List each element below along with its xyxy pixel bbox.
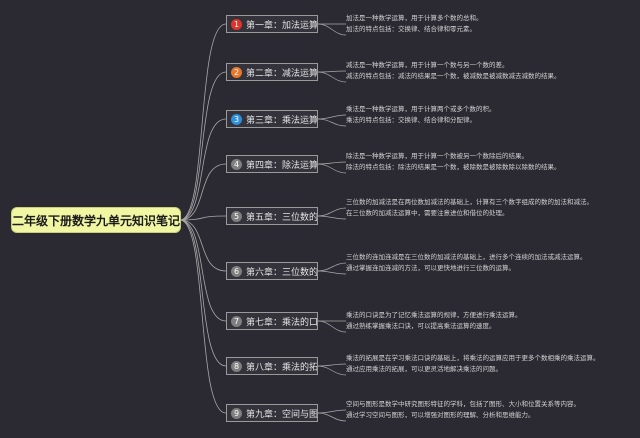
chapter-number-badge: 5 <box>231 210 242 222</box>
note-line[interactable]: 乘法的特点包括：交换律、结合律和分配律。 <box>346 116 476 124</box>
chapter-notes-7: 乘法的口诀是为了记忆乘法运算的规律，方便进行乘法运算。通过熟练掌握乘法口诀，可以… <box>346 310 628 332</box>
chapter-number-badge: 6 <box>231 265 242 277</box>
note-line[interactable]: 在三位数的加减法运算中，需要注意进位和借位的处理。 <box>346 209 509 217</box>
chapter-label: 第六章：三位数的连加连减 <box>246 267 318 278</box>
note-line[interactable]: 除法是一种数学运算，用于计算一个数被另一个数除后的结果。 <box>346 152 528 160</box>
root-topic-label: 二年级下册数学九单元知识笔记 <box>12 213 181 228</box>
chapter-number-badge: 8 <box>231 360 242 372</box>
note-line[interactable]: 通过应用乘法的拓展，可以更灵活地解决乘法的问题。 <box>346 365 502 373</box>
root-to-chapter-line <box>179 23 227 221</box>
chapter-to-note-line <box>317 163 347 174</box>
chapter-node-6[interactable]: 6 第六章：三位数的连加连减 <box>226 262 318 280</box>
chapter-notes-3: 乘法是一种数学运算，用于计算两个或多个数的积。乘法的特点包括：交换律、结合律和分… <box>346 104 628 126</box>
chapter-to-note-line <box>317 270 347 275</box>
chapter-notes-4: 除法是一种数学运算，用于计算一个数被另一个数除后的结果。除法的特点包括：除法的结… <box>346 151 628 173</box>
chapter-node-8[interactable]: 8 第八章：乘法的拓展 <box>226 357 318 375</box>
chapter-to-note-line <box>317 409 347 414</box>
chapter-number-badge: 7 <box>231 315 242 327</box>
root-to-chapter-line <box>179 219 227 367</box>
chapter-to-note-line <box>317 207 347 217</box>
chapter-to-note-line <box>317 114 347 120</box>
note-line[interactable]: 通过学习空间与图形，可以增强对图形的理解、分析和思维能力。 <box>346 411 535 419</box>
note-line[interactable]: 空间与图形是数学中研究图形特征的学科，包括了图形、大小和位置关系等内容。 <box>346 400 580 408</box>
chapter-notes-1: 加法是一种数学运算，用于计算多个数的总和。加法的特点包括：交换律、结合律和零元素… <box>346 13 628 35</box>
chapter-label: 第二章：减法运算 <box>246 68 318 79</box>
chapter-node-4[interactable]: 4 第四章：除法运算 <box>226 155 318 173</box>
chapter-to-note-line <box>317 215 347 220</box>
note-line[interactable]: 乘法是一种数学运算，用于计算两个或多个数的积。 <box>346 105 496 113</box>
note-line[interactable]: 通过掌握连加连减的方法，可以更快地进行三位数的运算。 <box>346 264 515 272</box>
chapter-notes-8: 乘法的拓展是在学习乘法口诀的基础上，将乘法的运算应用于更多个数相乘的乘法运算。通… <box>346 353 628 375</box>
chapter-to-note-line <box>317 118 347 127</box>
chapter-to-note-line <box>317 412 347 422</box>
chapter-label: 第九章：空间与图形 <box>246 409 318 420</box>
chapter-notes-5: 三位数的加减法是在两位数加减法的基础上，计算有三个数字组成的数的加法和减法。在三… <box>346 197 628 219</box>
chapter-node-3[interactable]: 3 第三章：乘法运算 <box>226 110 318 128</box>
chapter-to-note-line <box>317 23 347 36</box>
chapter-label: 第七章：乘法的口诀 <box>246 317 318 328</box>
chapter-node-7[interactable]: 7 第七章：乘法的口诀 <box>226 312 318 330</box>
chapter-number-badge: 3 <box>231 113 242 125</box>
chapter-number-badge: 4 <box>231 158 242 170</box>
chapter-to-note-line <box>317 71 347 83</box>
root-to-chapter-line <box>179 219 227 322</box>
note-line[interactable]: 通过熟练掌握乘法口诀，可以提高乘法运算的速度。 <box>346 322 496 330</box>
root-to-chapter-line <box>179 219 227 272</box>
chapter-label: 第一章：加法运算 <box>246 20 318 31</box>
chapter-to-note-line <box>317 365 347 376</box>
note-line[interactable]: 加法是一种数学运算，用于计算多个数的总和。 <box>346 14 483 22</box>
chapter-node-5[interactable]: 5 第五章：三位数的加减法 <box>226 207 318 225</box>
chapter-to-note-line <box>317 363 347 367</box>
root-to-chapter-line <box>179 118 227 221</box>
chapter-notes-6: 三位数的连加连减是在三位数的加减法的基础上，进行多个连续的加法或减法运算。通过掌… <box>346 252 628 274</box>
note-line[interactable]: 乘法的拓展是在学习乘法口诀的基础上，将乘法的运算应用于更多个数相乘的乘法运算。 <box>346 354 600 362</box>
note-line[interactable]: 三位数的连加连减是在三位数的加减法的基础上，进行多个连续的加法或减法运算。 <box>346 253 587 261</box>
note-line[interactable]: 除法的特点包括：除法的结果是一个数，被除数是被除数除以除数的结果。 <box>346 163 561 171</box>
chapter-to-note-line <box>317 262 347 272</box>
chapter-number-badge: 2 <box>231 66 242 78</box>
chapter-node-9[interactable]: 9 第九章：空间与图形 <box>226 404 318 422</box>
note-line[interactable]: 减法的特点包括：减法的结果是一个数，被减数是被减数减去减数的结果。 <box>346 72 561 80</box>
chapter-node-2[interactable]: 2 第二章：减法运算 <box>226 63 318 81</box>
note-line[interactable]: 加法的特点包括：交换律、结合律和零元素。 <box>346 25 476 33</box>
chapter-notes-9: 空间与图形是数学中研究图形特征的学科，包括了图形、大小和位置关系等内容。通过学习… <box>346 399 628 421</box>
chapter-notes-2: 减法是一种数学运算，用于计算一个数与另一个数的差。减法的特点包括：减法的结果是一… <box>346 60 628 82</box>
root-to-chapter-line <box>179 219 227 414</box>
root-topic[interactable]: 二年级下册数学九单元知识笔记 <box>12 208 180 232</box>
chapter-label: 第四章：除法运算 <box>246 160 318 171</box>
chapter-number-badge: 9 <box>231 407 242 419</box>
chapter-to-note-line <box>317 320 347 333</box>
chapter-to-note-line <box>317 161 347 165</box>
root-to-chapter-line <box>179 71 227 221</box>
chapter-label: 第三章：乘法运算 <box>246 115 318 126</box>
root-to-chapter-line <box>179 215 227 221</box>
note-line[interactable]: 乘法的口诀是为了记忆乘法运算的规律，方便进行乘法运算。 <box>346 311 522 319</box>
note-line[interactable]: 减法是一种数学运算，用于计算一个数与另一个数的差。 <box>346 61 509 69</box>
chapter-to-note-line <box>317 70 347 73</box>
note-line[interactable]: 三位数的加减法是在两位数加减法的基础上，计算有三个数字组成的数的加法和减法。 <box>346 198 593 206</box>
chapter-label: 第八章：乘法的拓展 <box>246 362 318 373</box>
chapter-label: 第五章：三位数的加减法 <box>246 212 318 223</box>
chapter-node-1[interactable]: 1 第一章：加法运算 <box>226 15 318 33</box>
root-to-chapter-line <box>179 163 227 221</box>
chapter-number-badge: 1 <box>231 18 242 30</box>
